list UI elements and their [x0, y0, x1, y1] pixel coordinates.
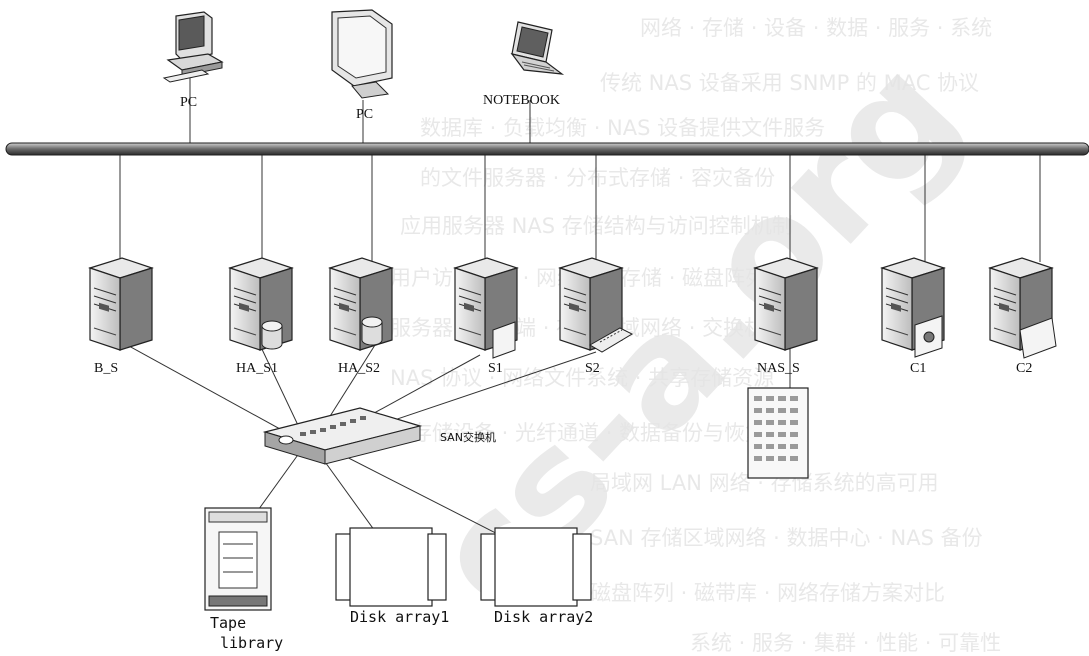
tape-library-icon: [204, 507, 272, 611]
server-label-c2: C2: [1016, 361, 1032, 376]
server-label-s2: S2: [585, 361, 600, 376]
san-switch-label: SAN交换机: [440, 430, 496, 444]
server-with-card-icon: [454, 257, 518, 359]
tape-library-label-line2: library: [220, 634, 283, 652]
server-icon: [754, 257, 818, 351]
server-label-s1: S1: [488, 361, 503, 376]
server-with-router-icon: [559, 257, 634, 353]
disk-array1-label: Disk array1: [350, 608, 449, 626]
server-with-disk-icon: [329, 257, 393, 351]
server-with-disk-icon: [229, 257, 293, 351]
workstation-label-pc1: PC: [180, 95, 197, 110]
nas-storage-unit-icon: [747, 387, 809, 479]
svg-text:NAS 协议 · 网络文件系统 · 共享存储资源: NAS 协议 · 网络文件系统 · 共享存储资源: [390, 366, 774, 390]
disk-array-icon: [335, 527, 447, 607]
desktop-pc-icon: [162, 11, 224, 83]
server-label-ha-s1: HA_S1: [236, 361, 278, 376]
server-label-ha-s2: HA_S2: [338, 361, 380, 376]
server-label-nas-s: NAS_S: [757, 361, 800, 376]
server-label-b-s: B_S: [94, 361, 118, 376]
svg-text:网络 · 存储 · 设备 · 数据 · 服务 · 系统: 网络 · 存储 · 设备 · 数据 · 服务 · 系统: [640, 16, 992, 40]
disk-array2-label: Disk array2: [494, 608, 593, 626]
server-with-panel-icon: [989, 257, 1057, 359]
svg-text:的文件服务器 · 分布式存储 · 容灾备份: 的文件服务器 · 分布式存储 · 容灾备份: [420, 166, 775, 190]
server-icon: [89, 257, 153, 351]
monitor-icon: [331, 9, 393, 99]
network-switch-icon: [262, 407, 423, 465]
server-with-disc-icon: [881, 257, 945, 358]
workstation-label-notebook: NOTEBOOK: [483, 93, 560, 108]
lan-bus: [5, 142, 1089, 156]
svg-text:系统 · 服务 · 集群 · 性能 · 可靠性: 系统 · 服务 · 集群 · 性能 · 可靠性: [690, 631, 1001, 655]
laptop-icon: [510, 21, 565, 75]
svg-text:SAN 存储区域网络 · 数据中心 · NAS 备份: SAN 存储区域网络 · 数据中心 · NAS 备份: [590, 526, 983, 550]
workstation-label-pc2: PC: [356, 107, 373, 122]
svg-text:磁盘阵列 · 磁带库 · 网络存储方案对比: 磁盘阵列 · 磁带库 · 网络存储方案对比: [590, 581, 945, 605]
svg-text:数据库 · 负载均衡 · NAS 设备提供文件服务: 数据库 · 负载均衡 · NAS 设备提供文件服务: [420, 116, 825, 140]
disk-array-icon: [480, 527, 592, 607]
tape-library-label-line1: Tape: [210, 614, 246, 632]
svg-text:的存储设备 · 光纤通道 · 数据备份与恢复: 的存储设备 · 光纤通道 · 数据备份与恢复: [390, 421, 766, 445]
svg-text:传统 NAS 设备采用 SNMP 的 MAC 协议: 传统 NAS 设备采用 SNMP 的 MAC 协议: [600, 71, 979, 95]
server-label-c1: C1: [910, 361, 926, 376]
